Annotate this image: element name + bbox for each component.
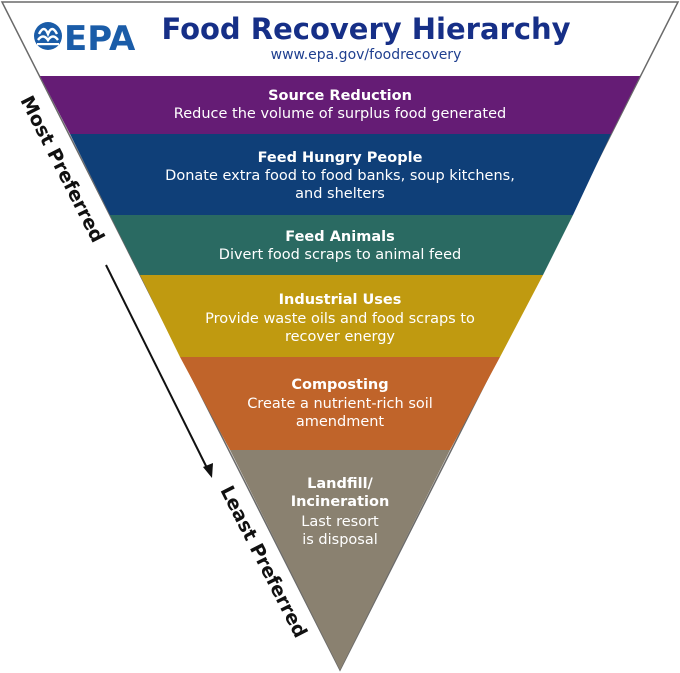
level-landfill-title-line1: Landfill/ — [307, 476, 373, 492]
level-feed-animals-desc: Divert food scraps to animal feed — [219, 247, 461, 263]
diagram-url: www.epa.gov/foodrecovery — [271, 47, 462, 63]
epa-logo: EPA — [34, 19, 136, 59]
level-feed-hungry-people-desc-line2: and shelters — [295, 186, 385, 202]
level-landfill-title-line2: Incineration — [291, 494, 390, 510]
level-source-reduction-band — [40, 76, 640, 134]
level-source-reduction-desc: Reduce the volume of surplus food genera… — [174, 106, 506, 122]
level-industrial-uses-desc-line1: Provide waste oils and food scraps to — [205, 311, 475, 327]
level-feed-animals-band — [110, 215, 573, 275]
level-industrial-uses-title: Industrial Uses — [279, 292, 402, 308]
level-composting-desc-line2: amendment — [296, 414, 385, 430]
level-industrial-uses-desc-line2: recover energy — [285, 329, 395, 345]
level-landfill-incineration-band — [230, 450, 450, 670]
arrowhead-icon — [203, 463, 213, 478]
epa-logo-text: EPA — [64, 19, 136, 59]
level-feed-hungry-people-band — [70, 134, 611, 215]
epa-flower-icon — [34, 22, 62, 50]
level-industrial-uses-band — [140, 275, 543, 357]
level-composting-desc-line1: Create a nutrient-rich soil — [247, 396, 433, 412]
diagram-title: Food Recovery Hierarchy — [161, 12, 570, 46]
level-source-reduction-title: Source Reduction — [268, 88, 412, 104]
level-landfill-desc-line1: Last resort — [301, 514, 379, 530]
level-feed-hungry-people-desc-line1: Donate extra food to food banks, soup ki… — [165, 168, 515, 184]
level-feed-hungry-people-title: Feed Hungry People — [258, 150, 423, 166]
level-composting-band — [180, 357, 500, 450]
preference-arrow — [105, 264, 213, 478]
level-landfill-desc-line2: is disposal — [302, 532, 378, 548]
level-feed-animals-title: Feed Animals — [285, 229, 394, 245]
level-composting-title: Composting — [291, 377, 388, 393]
